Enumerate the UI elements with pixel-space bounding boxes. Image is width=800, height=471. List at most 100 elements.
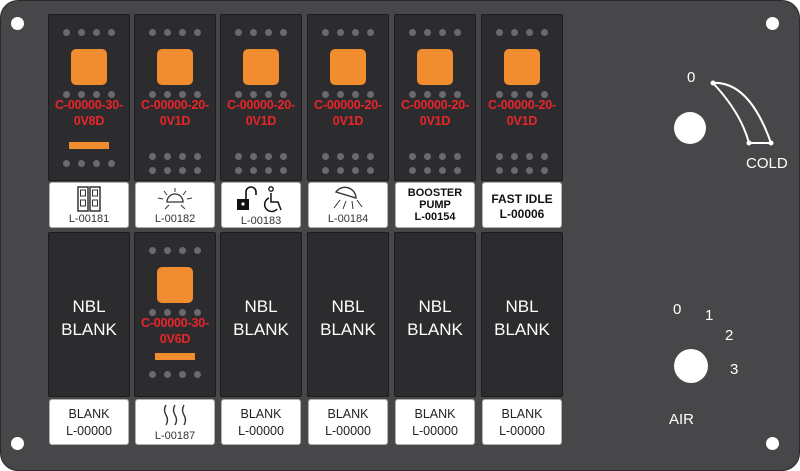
indicator-dots	[395, 29, 475, 36]
rocker-switch-4[interactable]: C-00000-20- 0V1D	[307, 14, 389, 181]
legend-text: BLANK L-00000	[66, 407, 112, 438]
blank-switch-3: NBL BLANK	[220, 232, 302, 397]
rocker-switch-2[interactable]: C-00000-20- 0V1D	[134, 14, 216, 181]
blank-label: NBL BLANK	[320, 297, 376, 339]
indicator-bar	[155, 353, 195, 360]
indicator-dots	[135, 309, 215, 316]
air-position-2: 2	[725, 327, 734, 344]
indicator-dots	[135, 91, 215, 98]
indicator-lamp	[157, 49, 193, 85]
air-position-0: 0	[673, 301, 682, 318]
legend-3: L-00183	[221, 182, 301, 228]
blank-label: NBL BLANK	[494, 297, 550, 339]
mounting-hole-top-left	[11, 17, 24, 30]
blank-label: NBL BLANK	[233, 297, 289, 339]
part-number: C-00000-20- 0V1D	[401, 98, 469, 128]
indicator-dots	[482, 167, 562, 174]
indicator-dots	[49, 29, 129, 36]
indicator-dots	[308, 91, 388, 98]
rocker-switch-5[interactable]: C-00000-20- 0V1D	[394, 14, 476, 181]
air-position-1: 1	[705, 307, 714, 324]
part-number: C-00000-30- 0V6D	[141, 316, 209, 346]
part-number: C-00000-30- 0V8D	[55, 98, 123, 128]
legend-code: L-00183	[240, 215, 282, 227]
heat-waves-icon	[163, 404, 187, 426]
legend-text: BOOSTER PUMP L-00154	[407, 187, 463, 223]
legend-text: BLANK L-00000	[325, 407, 371, 438]
part-number: C-00000-20- 0V1D	[227, 98, 295, 128]
indicator-dots	[135, 29, 215, 36]
rocker-switch-6[interactable]: C-00000-20- 0V1D	[481, 14, 563, 181]
indicator-dots	[308, 153, 388, 160]
dome-light-icon	[333, 186, 363, 210]
indicator-dots	[395, 91, 475, 98]
part-number: C-00000-20- 0V1D	[488, 98, 556, 128]
indicator-dots	[482, 29, 562, 36]
legend-code: L-00184	[327, 213, 369, 225]
indicator-dots	[135, 153, 215, 160]
legend-2: L-00182	[135, 182, 215, 228]
indicator-lamp	[417, 49, 453, 85]
indicator-dots	[135, 247, 215, 254]
indicator-bar	[69, 142, 109, 149]
legend-5: BOOSTER PUMP L-00154	[395, 182, 475, 228]
indicator-lamp	[504, 49, 540, 85]
indicator-lamp	[157, 267, 193, 303]
legend-text: BLANK L-00000	[238, 407, 284, 438]
legend-code: L-00187	[154, 430, 196, 442]
rocker-switch-heat[interactable]: C-00000-30- 0V6D	[134, 232, 216, 397]
indicator-lamp	[243, 49, 279, 85]
indicator-lamp	[71, 49, 107, 85]
air-position-3: 3	[730, 361, 739, 378]
indicator-dots	[221, 29, 301, 36]
indicator-dots	[49, 91, 129, 98]
legend-9: BLANK L-00000	[221, 399, 301, 445]
legend-4: L-00184	[308, 182, 388, 228]
blank-switch-4: NBL BLANK	[307, 232, 389, 397]
indicator-dots	[221, 91, 301, 98]
indicator-dots	[221, 153, 301, 160]
indicator-dots	[308, 167, 388, 174]
legend-6: FAST IDLE L-00006	[482, 182, 562, 228]
indicator-dots	[482, 153, 562, 160]
blank-switch-5: NBL BLANK	[394, 232, 476, 397]
part-number: C-00000-20- 0V1D	[314, 98, 382, 128]
indicator-dots	[49, 160, 129, 167]
mounting-hole-bottom-left	[11, 437, 24, 450]
blank-switch-1: NBL BLANK	[48, 232, 130, 397]
legend-11: BLANK L-00000	[395, 399, 475, 445]
indicator-dots	[395, 167, 475, 174]
temp-cold-label: COLD	[746, 155, 788, 172]
legend-1: L-00181	[49, 182, 129, 228]
air-label: AIR	[669, 411, 695, 428]
temperature-knob[interactable]	[674, 112, 706, 144]
indicator-dots	[221, 167, 301, 174]
indicator-dots	[135, 167, 215, 174]
rocker-switch-3[interactable]: C-00000-20- 0V1D	[220, 14, 302, 181]
blank-label: NBL BLANK	[61, 297, 117, 339]
legend-8: L-00187	[135, 399, 215, 445]
part-number: C-00000-20- 0V1D	[141, 98, 209, 128]
mounting-hole-bottom-right	[766, 437, 779, 450]
legend-text: BLANK L-00000	[499, 407, 545, 438]
legend-7: BLANK L-00000	[49, 399, 129, 445]
legend-text: FAST IDLE L-00006	[491, 192, 553, 221]
mounting-hole-top-right	[766, 17, 779, 30]
indicator-dots	[308, 29, 388, 36]
rocker-switch-1[interactable]: C-00000-30- 0V8D	[48, 14, 130, 181]
air-knob[interactable]	[674, 349, 708, 383]
cold-range-arc-icon	[710, 80, 774, 146]
lock-accessible-icon	[237, 186, 282, 213]
legend-12: BLANK L-00000	[482, 399, 562, 445]
indicator-lamp	[330, 49, 366, 85]
indicator-dots	[135, 371, 215, 378]
blank-label: NBL BLANK	[407, 297, 463, 339]
temp-zero-label: 0	[687, 69, 696, 86]
dual-rocker-icon	[77, 186, 101, 212]
legend-text: BLANK L-00000	[412, 407, 458, 438]
legend-10: BLANK L-00000	[308, 399, 388, 445]
legend-code: L-00181	[68, 213, 110, 225]
work-light-icon	[157, 188, 193, 210]
indicator-dots	[395, 153, 475, 160]
